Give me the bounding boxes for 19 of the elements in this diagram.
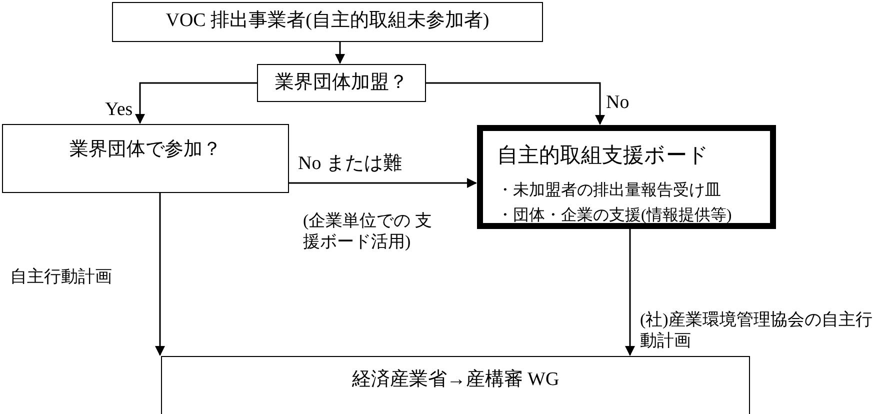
decision-box bbox=[257, 64, 426, 102]
arrow bbox=[335, 42, 345, 64]
arrow bbox=[155, 193, 165, 356]
arrow bbox=[135, 82, 257, 124]
process-box bbox=[112, 2, 543, 42]
arrow bbox=[426, 82, 605, 125]
bullet-text: ・未加盟者の排出量報告受け皿 bbox=[497, 181, 721, 200]
edge-label: 自主行動計画 bbox=[10, 266, 112, 288]
box-text: 経済産業省→産構審 WG bbox=[350, 369, 560, 392]
box-text: VOC 排出事業者(自主的取組未参加者) bbox=[164, 10, 490, 33]
process-box bbox=[161, 356, 750, 414]
arrow bbox=[289, 178, 477, 188]
box-text: 業界団体で参加？ bbox=[68, 139, 222, 162]
box-heading: 自主的取組支援ボード bbox=[497, 143, 709, 168]
box-text: 業界団体加盟？ bbox=[274, 72, 409, 95]
support-board-box bbox=[477, 125, 776, 229]
bullet-text: ・団体・企業の支援(情報提供等) bbox=[497, 206, 732, 226]
decision-box bbox=[2, 124, 289, 193]
arrow bbox=[625, 229, 635, 356]
